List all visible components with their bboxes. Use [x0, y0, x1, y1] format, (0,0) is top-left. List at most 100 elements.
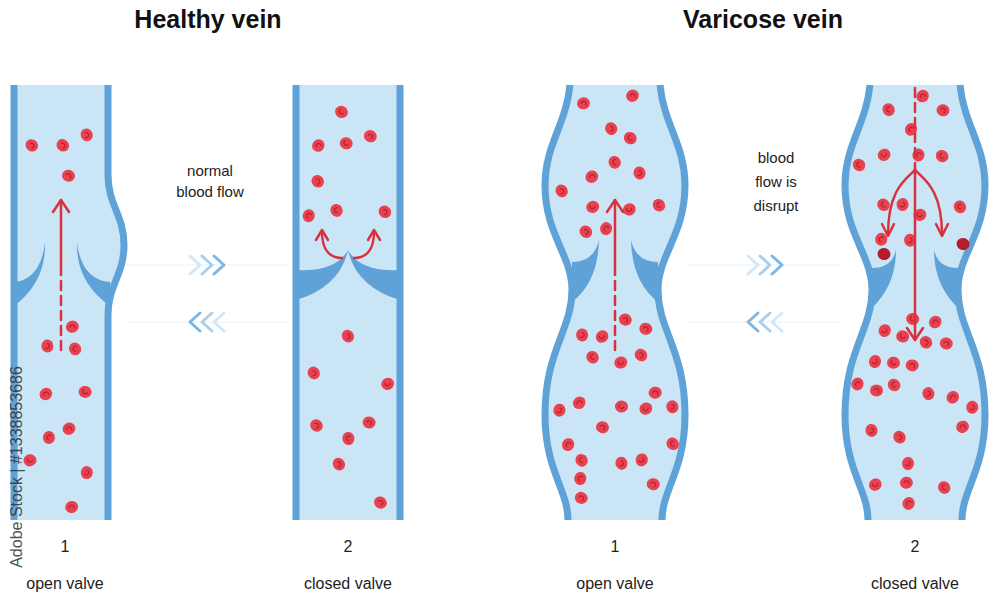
cell-dimple	[556, 407, 561, 413]
cell-body	[875, 196, 893, 214]
cell-dimple	[669, 404, 675, 410]
blood-cell	[926, 313, 944, 331]
chevron-head	[772, 256, 782, 274]
connector-line	[126, 264, 288, 265]
cell-dimple	[618, 359, 624, 365]
blood-cell	[598, 221, 613, 237]
cell-body	[333, 104, 350, 121]
cell-dimple	[65, 173, 71, 179]
cell-body	[876, 322, 893, 339]
blood-cell	[328, 202, 345, 219]
chevron-head	[748, 313, 758, 331]
cell-body	[43, 431, 55, 444]
blood-cell	[603, 120, 619, 137]
blood-cell	[78, 385, 93, 399]
blood-cell	[632, 346, 650, 364]
cell-body	[905, 311, 921, 326]
cell-body	[308, 417, 326, 435]
cell-dimple	[384, 381, 390, 387]
blood-cell	[933, 147, 951, 164]
cell-body	[901, 456, 915, 471]
cell-body	[944, 388, 962, 406]
vein-node: 2closed valve	[288, 85, 408, 520]
cell-dimple	[917, 212, 923, 217]
cell-dimple	[891, 360, 896, 365]
cell-dimple	[874, 389, 879, 393]
flow-note: blood flow is disrupt	[745, 146, 807, 218]
cell-body	[584, 199, 601, 215]
cell-body	[376, 203, 394, 221]
flow-arrow	[60, 200, 63, 275]
cell-body	[615, 400, 629, 413]
cell-body	[955, 236, 971, 252]
cell-dimple	[856, 161, 863, 168]
blood-cell	[339, 327, 356, 345]
cell-body	[911, 147, 926, 162]
cell-dimple	[622, 317, 628, 323]
cell-dimple	[83, 132, 89, 138]
cell-body	[646, 477, 660, 490]
cell-body	[876, 246, 892, 262]
connector-line	[689, 321, 841, 322]
callout-number: 1	[535, 538, 695, 556]
arrow-head	[882, 224, 894, 236]
cell-dimple	[310, 370, 316, 377]
blood-cell	[901, 456, 915, 471]
cell-body	[891, 428, 908, 446]
blood-cell	[905, 359, 920, 373]
cell-body	[301, 208, 317, 224]
cell-dimple	[891, 382, 898, 389]
cell-dimple	[565, 442, 571, 448]
cell-dimple	[900, 334, 906, 339]
cell-dimple	[612, 159, 618, 166]
cell-body	[966, 400, 979, 414]
cell-dimple	[879, 237, 884, 242]
cell-dimple	[313, 422, 320, 429]
vein-lumen	[14, 85, 124, 520]
cell-dimple	[886, 106, 892, 112]
cell-body	[912, 208, 927, 222]
state-transition	[126, 256, 288, 274]
connector-line	[126, 321, 288, 322]
blood-cell	[61, 168, 77, 183]
valve-flap	[872, 250, 896, 308]
chevron-head	[772, 313, 782, 331]
blood-cell	[624, 88, 641, 104]
cell-dimple	[944, 341, 949, 346]
cell-body	[606, 154, 623, 171]
blood-cell	[914, 87, 932, 105]
cell-dimple	[855, 381, 861, 387]
blood-cell	[954, 418, 971, 435]
cell-dimple	[608, 126, 614, 132]
blood-cell	[650, 196, 668, 214]
state-caption: open valve	[535, 575, 695, 593]
cell-dimple	[366, 420, 371, 425]
cell-body	[648, 385, 663, 400]
blood-cell	[576, 96, 591, 111]
cell-dimple	[907, 238, 912, 243]
blood-cell	[912, 208, 927, 222]
blood-cell	[622, 130, 639, 147]
cell-body	[552, 403, 566, 418]
cell-dimple	[45, 344, 50, 349]
cell-body	[603, 120, 619, 137]
cell-body	[637, 400, 654, 416]
cell-body	[372, 494, 390, 511]
cell-body	[899, 476, 914, 490]
cell-dimple	[643, 326, 649, 331]
blood-cell	[63, 499, 80, 515]
cell-body	[60, 420, 77, 437]
blood-cell	[638, 322, 653, 336]
cell-body	[638, 322, 653, 336]
blood-cell	[67, 340, 83, 357]
blood-cell	[905, 311, 921, 326]
blood-cell	[612, 354, 629, 370]
flow-arrow-dashed	[914, 88, 917, 170]
cell-dimple	[670, 440, 677, 447]
blood-cell	[664, 435, 682, 453]
blood-cell	[648, 385, 663, 400]
cell-body	[338, 136, 354, 151]
state-transition	[689, 313, 841, 331]
state-transition	[689, 256, 841, 274]
vein-node: 1open valve	[541, 85, 689, 520]
